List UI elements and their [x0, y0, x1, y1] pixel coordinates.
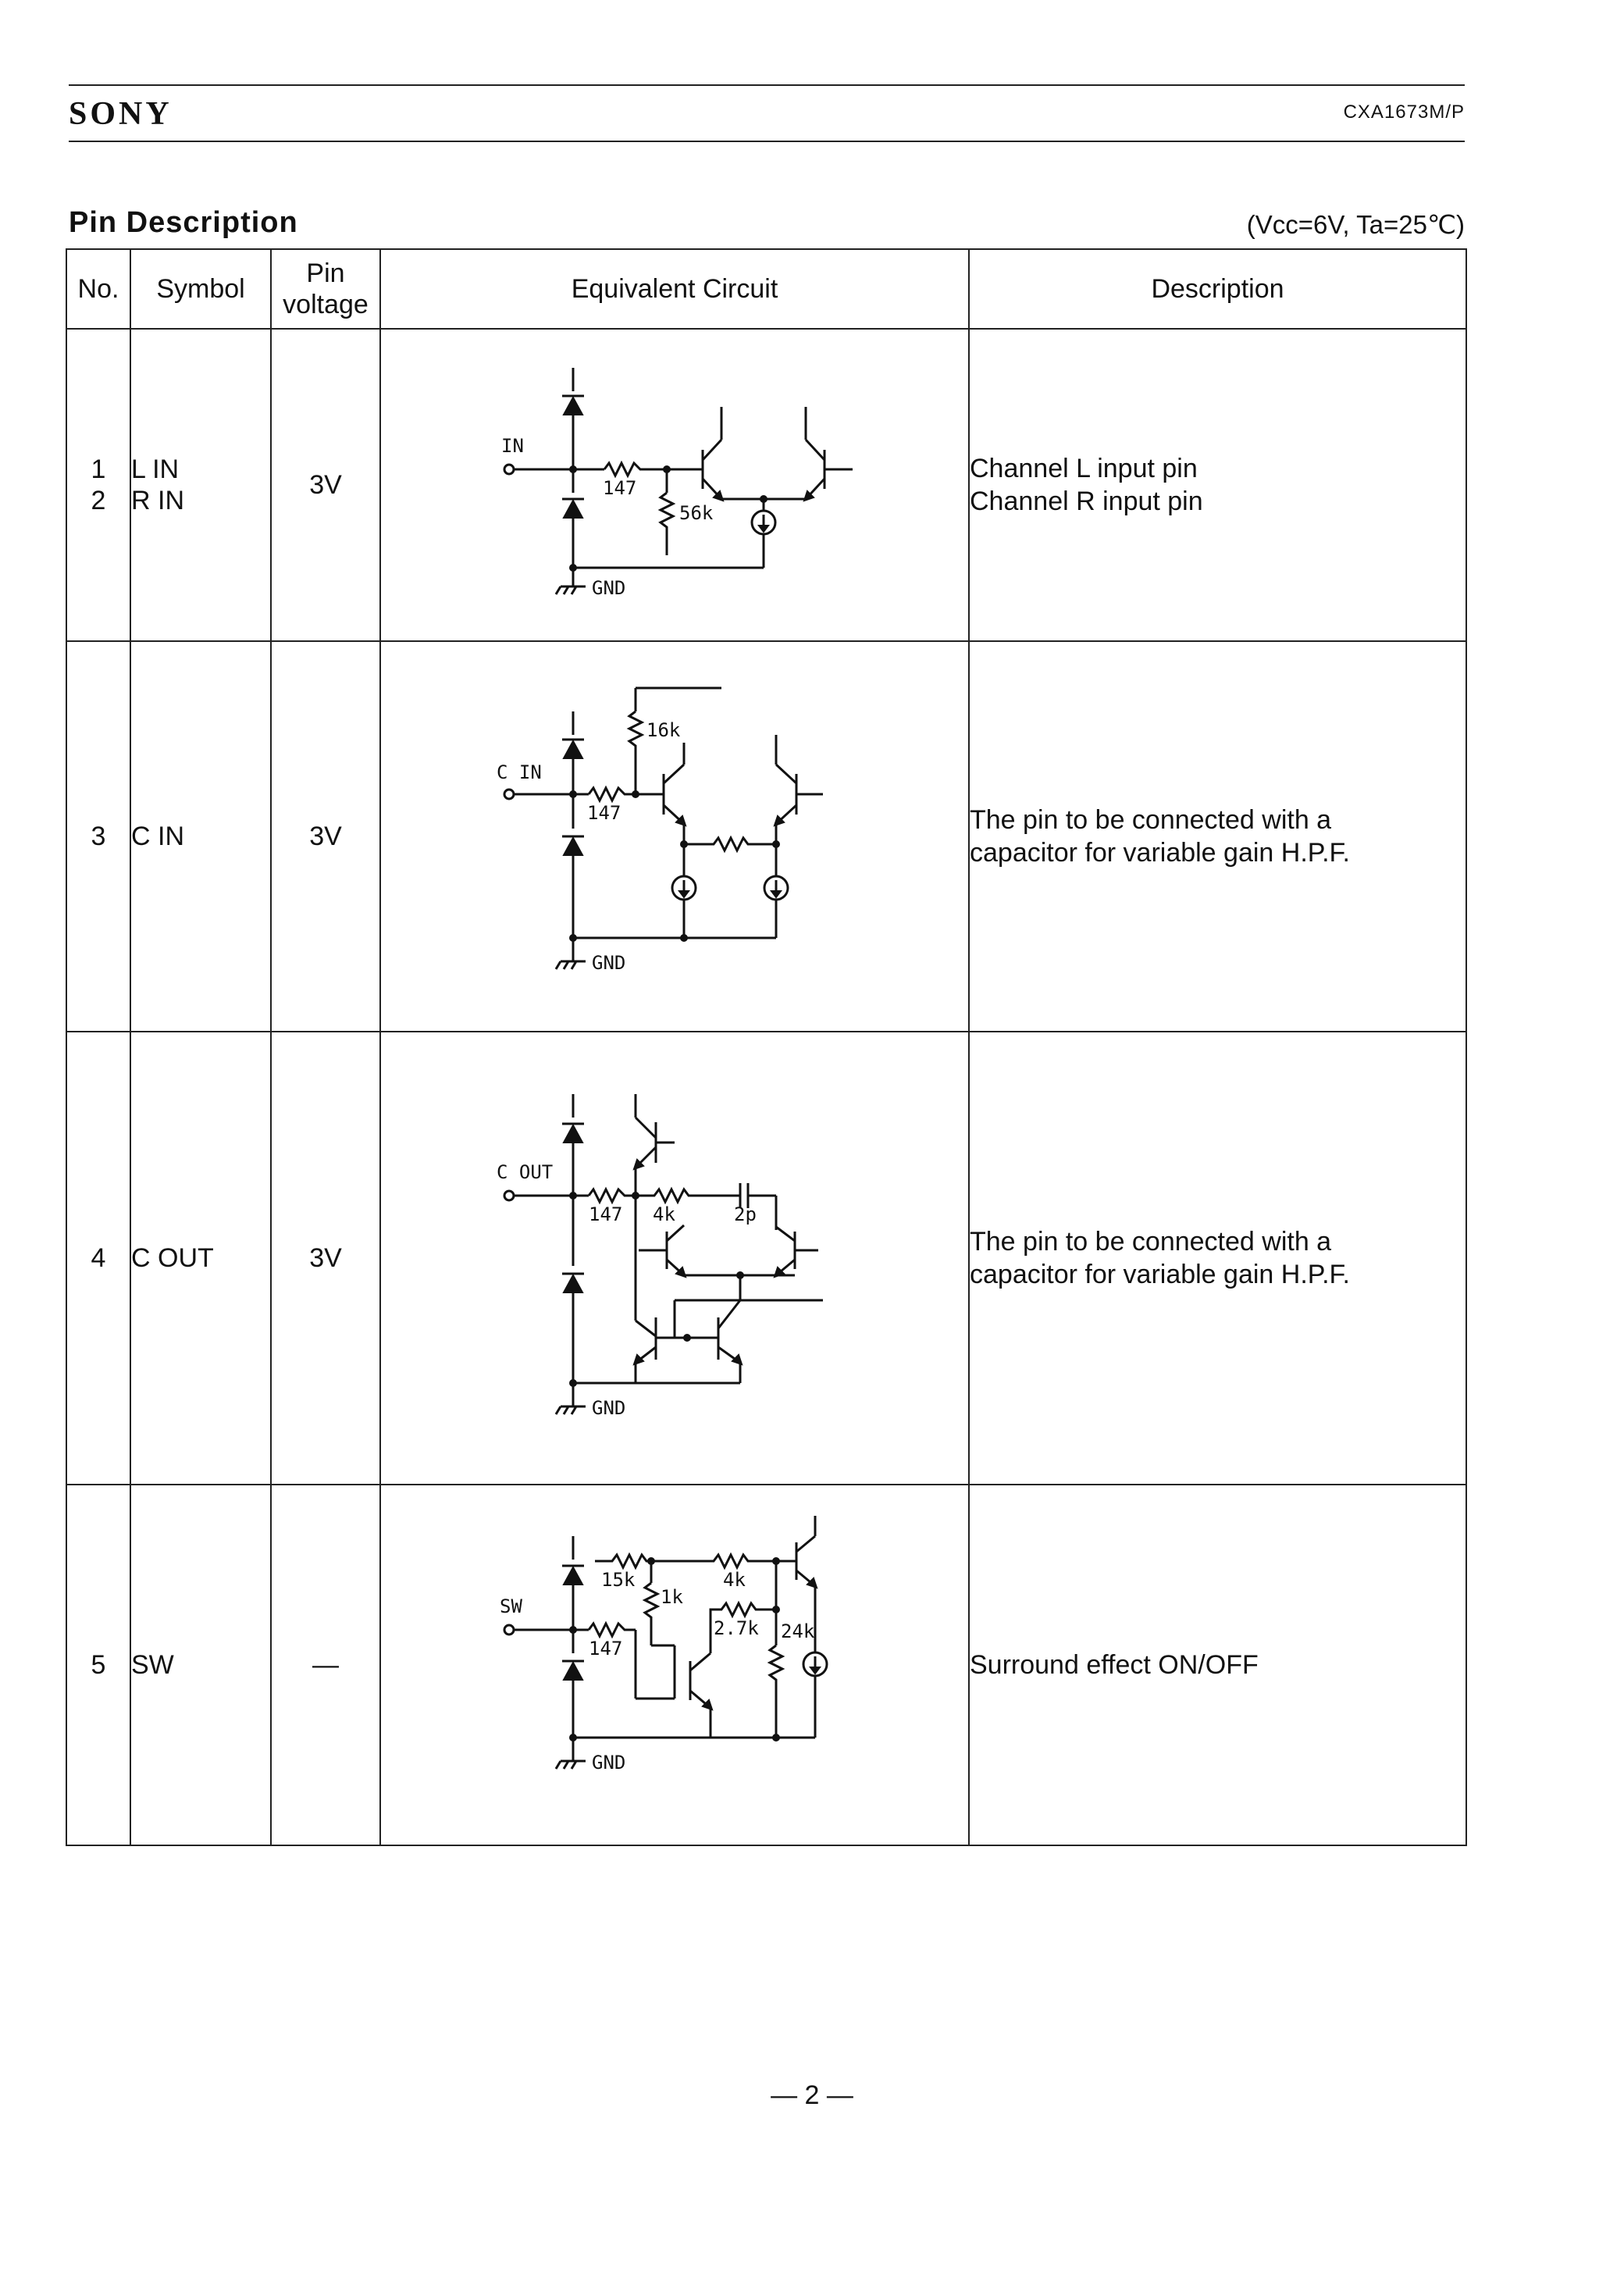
- column-header-no: No.: [66, 248, 131, 330]
- column-header-description: Description: [968, 248, 1467, 330]
- description-cell: Channel L input pin Channel R input pin: [968, 328, 1467, 642]
- description-cell: The pin to be connected with a capacitor…: [968, 640, 1467, 1032]
- svg-text:147: 147: [587, 802, 621, 824]
- header-rule-top: [69, 84, 1465, 86]
- description-text: Channel L input pin: [970, 454, 1198, 483]
- description-text: The pin to be connected with a: [970, 805, 1332, 835]
- page-number: — 2 —: [771, 2080, 853, 2110]
- svg-text:C IN: C IN: [497, 761, 542, 783]
- pin-description-table: No. Symbol Pin voltage Equivalent Circui…: [66, 248, 1467, 1846]
- svg-text:56k: 56k: [679, 502, 714, 524]
- pin-voltage: 3V: [270, 1031, 381, 1485]
- pin-number-cell: 3: [66, 640, 131, 1032]
- pin-symbol: C OUT: [131, 1243, 214, 1273]
- pin-symbol: SW: [131, 1650, 174, 1680]
- svg-text:GND: GND: [592, 952, 625, 974]
- symbol-cell: SW: [130, 1484, 272, 1846]
- c-in-circuit-diagram: 16k C IN 147: [497, 686, 823, 974]
- pin-symbol: C IN: [131, 822, 184, 851]
- pin-number: 2: [91, 486, 106, 515]
- input-circuit-diagram: IN 147 56k: [501, 368, 853, 599]
- sw-circuit-diagram: 15k 4k 1k: [500, 1516, 828, 1774]
- svg-text:15k: 15k: [601, 1569, 636, 1591]
- column-header-pin-voltage-line2: voltage: [283, 290, 369, 319]
- table-row: 1 2 L IN R IN 3V IN: [66, 328, 1467, 642]
- column-header-pin-voltage: Pin voltage: [270, 248, 381, 330]
- section-title: Pin Description: [69, 206, 298, 239]
- column-header-pin-voltage-line1: Pin: [306, 258, 345, 288]
- svg-text:16k: 16k: [646, 719, 681, 741]
- table-row: 5 SW — 15k 4k: [66, 1484, 1467, 1846]
- svg-text:147: 147: [603, 477, 636, 499]
- test-conditions: (Vcc=6V, Ta=25℃): [1246, 210, 1465, 239]
- pin-number: 1: [91, 455, 106, 484]
- svg-text:2.7k: 2.7k: [714, 1617, 759, 1639]
- sony-logo: SONY: [69, 96, 173, 132]
- svg-text:24k: 24k: [781, 1620, 815, 1642]
- table-row: 3 C IN 3V 16k: [66, 640, 1467, 1032]
- equivalent-circuit-cell: 16k C IN 147: [379, 640, 970, 1032]
- svg-text:147: 147: [589, 1203, 622, 1225]
- pin-number: 3: [91, 822, 106, 851]
- column-header-symbol: Symbol: [130, 248, 272, 330]
- svg-text:1k: 1k: [661, 1586, 683, 1608]
- svg-text:4k: 4k: [653, 1203, 675, 1225]
- description-cell: The pin to be connected with a capacitor…: [968, 1031, 1467, 1485]
- c-out-circuit-diagram: C OUT 147 4k: [497, 1094, 823, 1419]
- symbol-cell: L IN R IN: [130, 328, 272, 642]
- svg-text:2p: 2p: [734, 1203, 757, 1225]
- equivalent-circuit-cell: 15k 4k 1k: [379, 1484, 970, 1846]
- svg-text:C OUT: C OUT: [497, 1161, 553, 1183]
- pin-number-cell: 4: [66, 1031, 131, 1485]
- pin-symbol: L IN: [131, 455, 180, 484]
- equivalent-circuit-cell: IN 147 56k: [379, 328, 970, 642]
- header-rule-bottom: [69, 141, 1465, 142]
- part-number: CXA1673M/P: [1343, 102, 1465, 123]
- pin-number: 4: [91, 1243, 106, 1273]
- column-header-equivalent-circuit: Equivalent Circuit: [379, 248, 970, 330]
- description-text: The pin to be connected with a: [970, 1227, 1332, 1257]
- svg-text:GND: GND: [592, 577, 625, 599]
- description-cell: Surround effect ON/OFF: [968, 1484, 1467, 1846]
- description-text: Surround effect ON/OFF: [970, 1650, 1259, 1680]
- description-text: capacitor for variable gain H.P.F.: [970, 1260, 1350, 1289]
- pin-voltage: 3V: [270, 328, 381, 642]
- svg-text:4k: 4k: [723, 1569, 746, 1591]
- svg-text:147: 147: [589, 1638, 622, 1659]
- circuit-pin-label: IN: [501, 435, 524, 457]
- svg-text:SW: SW: [500, 1595, 522, 1617]
- equivalent-circuit-cell: C OUT 147 4k: [379, 1031, 970, 1485]
- pin-voltage: 3V: [270, 640, 381, 1032]
- svg-text:GND: GND: [592, 1397, 625, 1419]
- table-header-row: No. Symbol Pin voltage Equivalent Circui…: [66, 248, 1467, 330]
- symbol-cell: C IN: [130, 640, 272, 1032]
- pin-number: 5: [91, 1650, 106, 1680]
- pin-voltage: —: [270, 1484, 381, 1846]
- svg-text:GND: GND: [592, 1752, 625, 1774]
- pin-symbol: R IN: [131, 486, 184, 515]
- pin-number-cell: 1 2: [66, 328, 131, 642]
- pin-number-cell: 5: [66, 1484, 131, 1846]
- description-text: capacitor for variable gain H.P.F.: [970, 838, 1350, 868]
- table-row: 4 C OUT 3V C OUT 14: [66, 1031, 1467, 1485]
- symbol-cell: C OUT: [130, 1031, 272, 1485]
- description-text: Channel R input pin: [970, 487, 1203, 516]
